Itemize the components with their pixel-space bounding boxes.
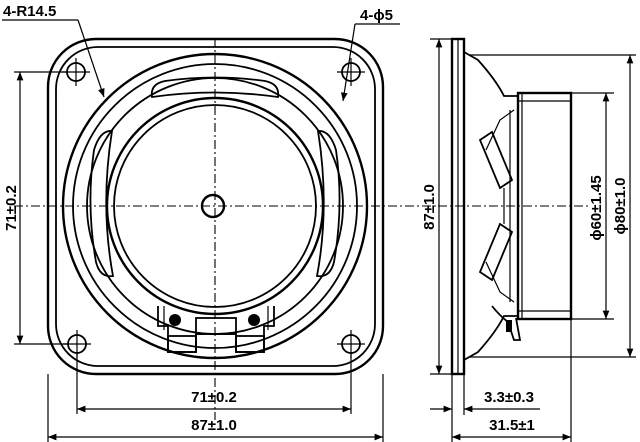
- strut-bottom: [478, 222, 514, 282]
- corner-radius-label: 4-R14.5: [3, 3, 56, 20]
- side-view: [438, 37, 590, 376]
- side-height-label: 87±1.0: [421, 184, 438, 230]
- bottom-outer-label: 87±1.0: [191, 417, 237, 434]
- front-view: [14, 37, 436, 420]
- slot-top: [150, 76, 280, 99]
- magnet-dia-label: ϕ60±1.45: [588, 175, 605, 240]
- hole-dia-label: 4-ϕ5: [360, 7, 393, 24]
- left-vertical-label: 71±0.2: [3, 185, 20, 231]
- slot-right: [315, 130, 341, 278]
- terminal-block: [157, 306, 275, 353]
- terminal-lead: [491, 305, 522, 341]
- front-dimensions: 4-R14.5 4-ϕ5 71±0.2 71±0.2 87±1.0: [2, 3, 400, 442]
- strut-top: [478, 130, 514, 190]
- side-dimensions: 87±1.0 ϕ60±1.45 ϕ80±1.0 3.3±0.3 31.5±1: [421, 38, 636, 442]
- flange-thickness-label: 3.3±0.3: [484, 389, 534, 406]
- total-depth-label: 31.5±1: [489, 417, 535, 434]
- bottom-inner-label: 71±0.2: [191, 389, 237, 406]
- basket-dia-label: ϕ80±1.0: [612, 177, 629, 234]
- slot-left: [89, 130, 115, 278]
